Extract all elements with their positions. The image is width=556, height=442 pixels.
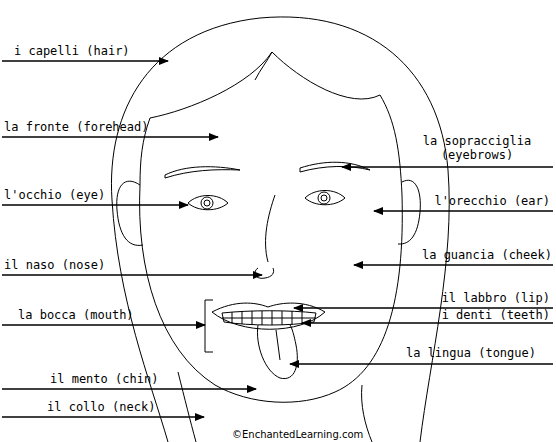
part-label: la bocca (mouth) bbox=[18, 308, 134, 322]
hair-parting bbox=[255, 52, 272, 80]
left-eye bbox=[188, 196, 228, 210]
part-label: la fronte (forehead) bbox=[4, 120, 149, 134]
part-label: la sopracciglia (eyebrows) bbox=[412, 134, 542, 162]
face-outline bbox=[140, 52, 403, 402]
part-label: il collo (neck) bbox=[47, 400, 155, 414]
right-eye bbox=[305, 191, 345, 205]
copyright-note: ©EnchantedLearning.com bbox=[232, 428, 363, 442]
part-label: i denti (teeth) bbox=[442, 308, 550, 322]
part-label: l'occhio (eye) bbox=[4, 188, 105, 202]
teeth bbox=[222, 311, 316, 325]
part-label: il labbro (lip) bbox=[442, 291, 550, 305]
leader-lines bbox=[2, 61, 553, 417]
tongue bbox=[257, 325, 297, 379]
hair-outline bbox=[111, 17, 449, 442]
part-label: l'orecchio (ear) bbox=[434, 194, 550, 208]
nose bbox=[255, 195, 275, 278]
right-ear bbox=[398, 180, 420, 244]
mouth-bracket bbox=[205, 300, 213, 352]
part-label: la lingua (tongue) bbox=[406, 346, 536, 360]
part-label: la guancia (cheek) bbox=[422, 248, 552, 262]
neck bbox=[178, 372, 372, 442]
part-label: il mento (chin) bbox=[50, 372, 158, 386]
part-label: il naso (nose) bbox=[4, 258, 105, 272]
left-ear bbox=[117, 181, 143, 245]
part-label: i capelli (hair) bbox=[14, 44, 130, 58]
lips bbox=[212, 303, 325, 329]
left-eyebrow bbox=[165, 167, 240, 178]
